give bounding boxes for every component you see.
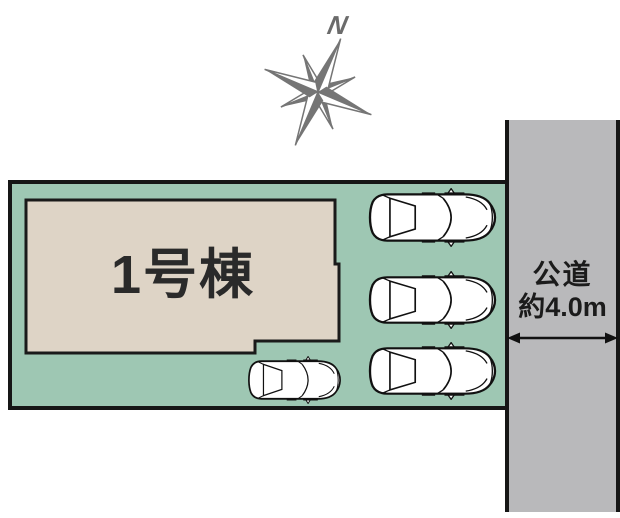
public-road — [505, 120, 620, 512]
building-label: 1号棟 — [110, 245, 256, 305]
car-icon-2 — [368, 271, 497, 329]
road-width-arrow-icon — [507, 332, 618, 344]
car-icon-1 — [368, 188, 497, 247]
building-footprint — [24, 198, 341, 355]
compass-rose-icon — [264, 38, 372, 146]
road-width-label: 約4.0m — [518, 292, 607, 322]
car-icon-4 — [247, 356, 342, 404]
car-icon-3 — [368, 342, 497, 400]
road-name-label: 公道 — [532, 259, 593, 290]
